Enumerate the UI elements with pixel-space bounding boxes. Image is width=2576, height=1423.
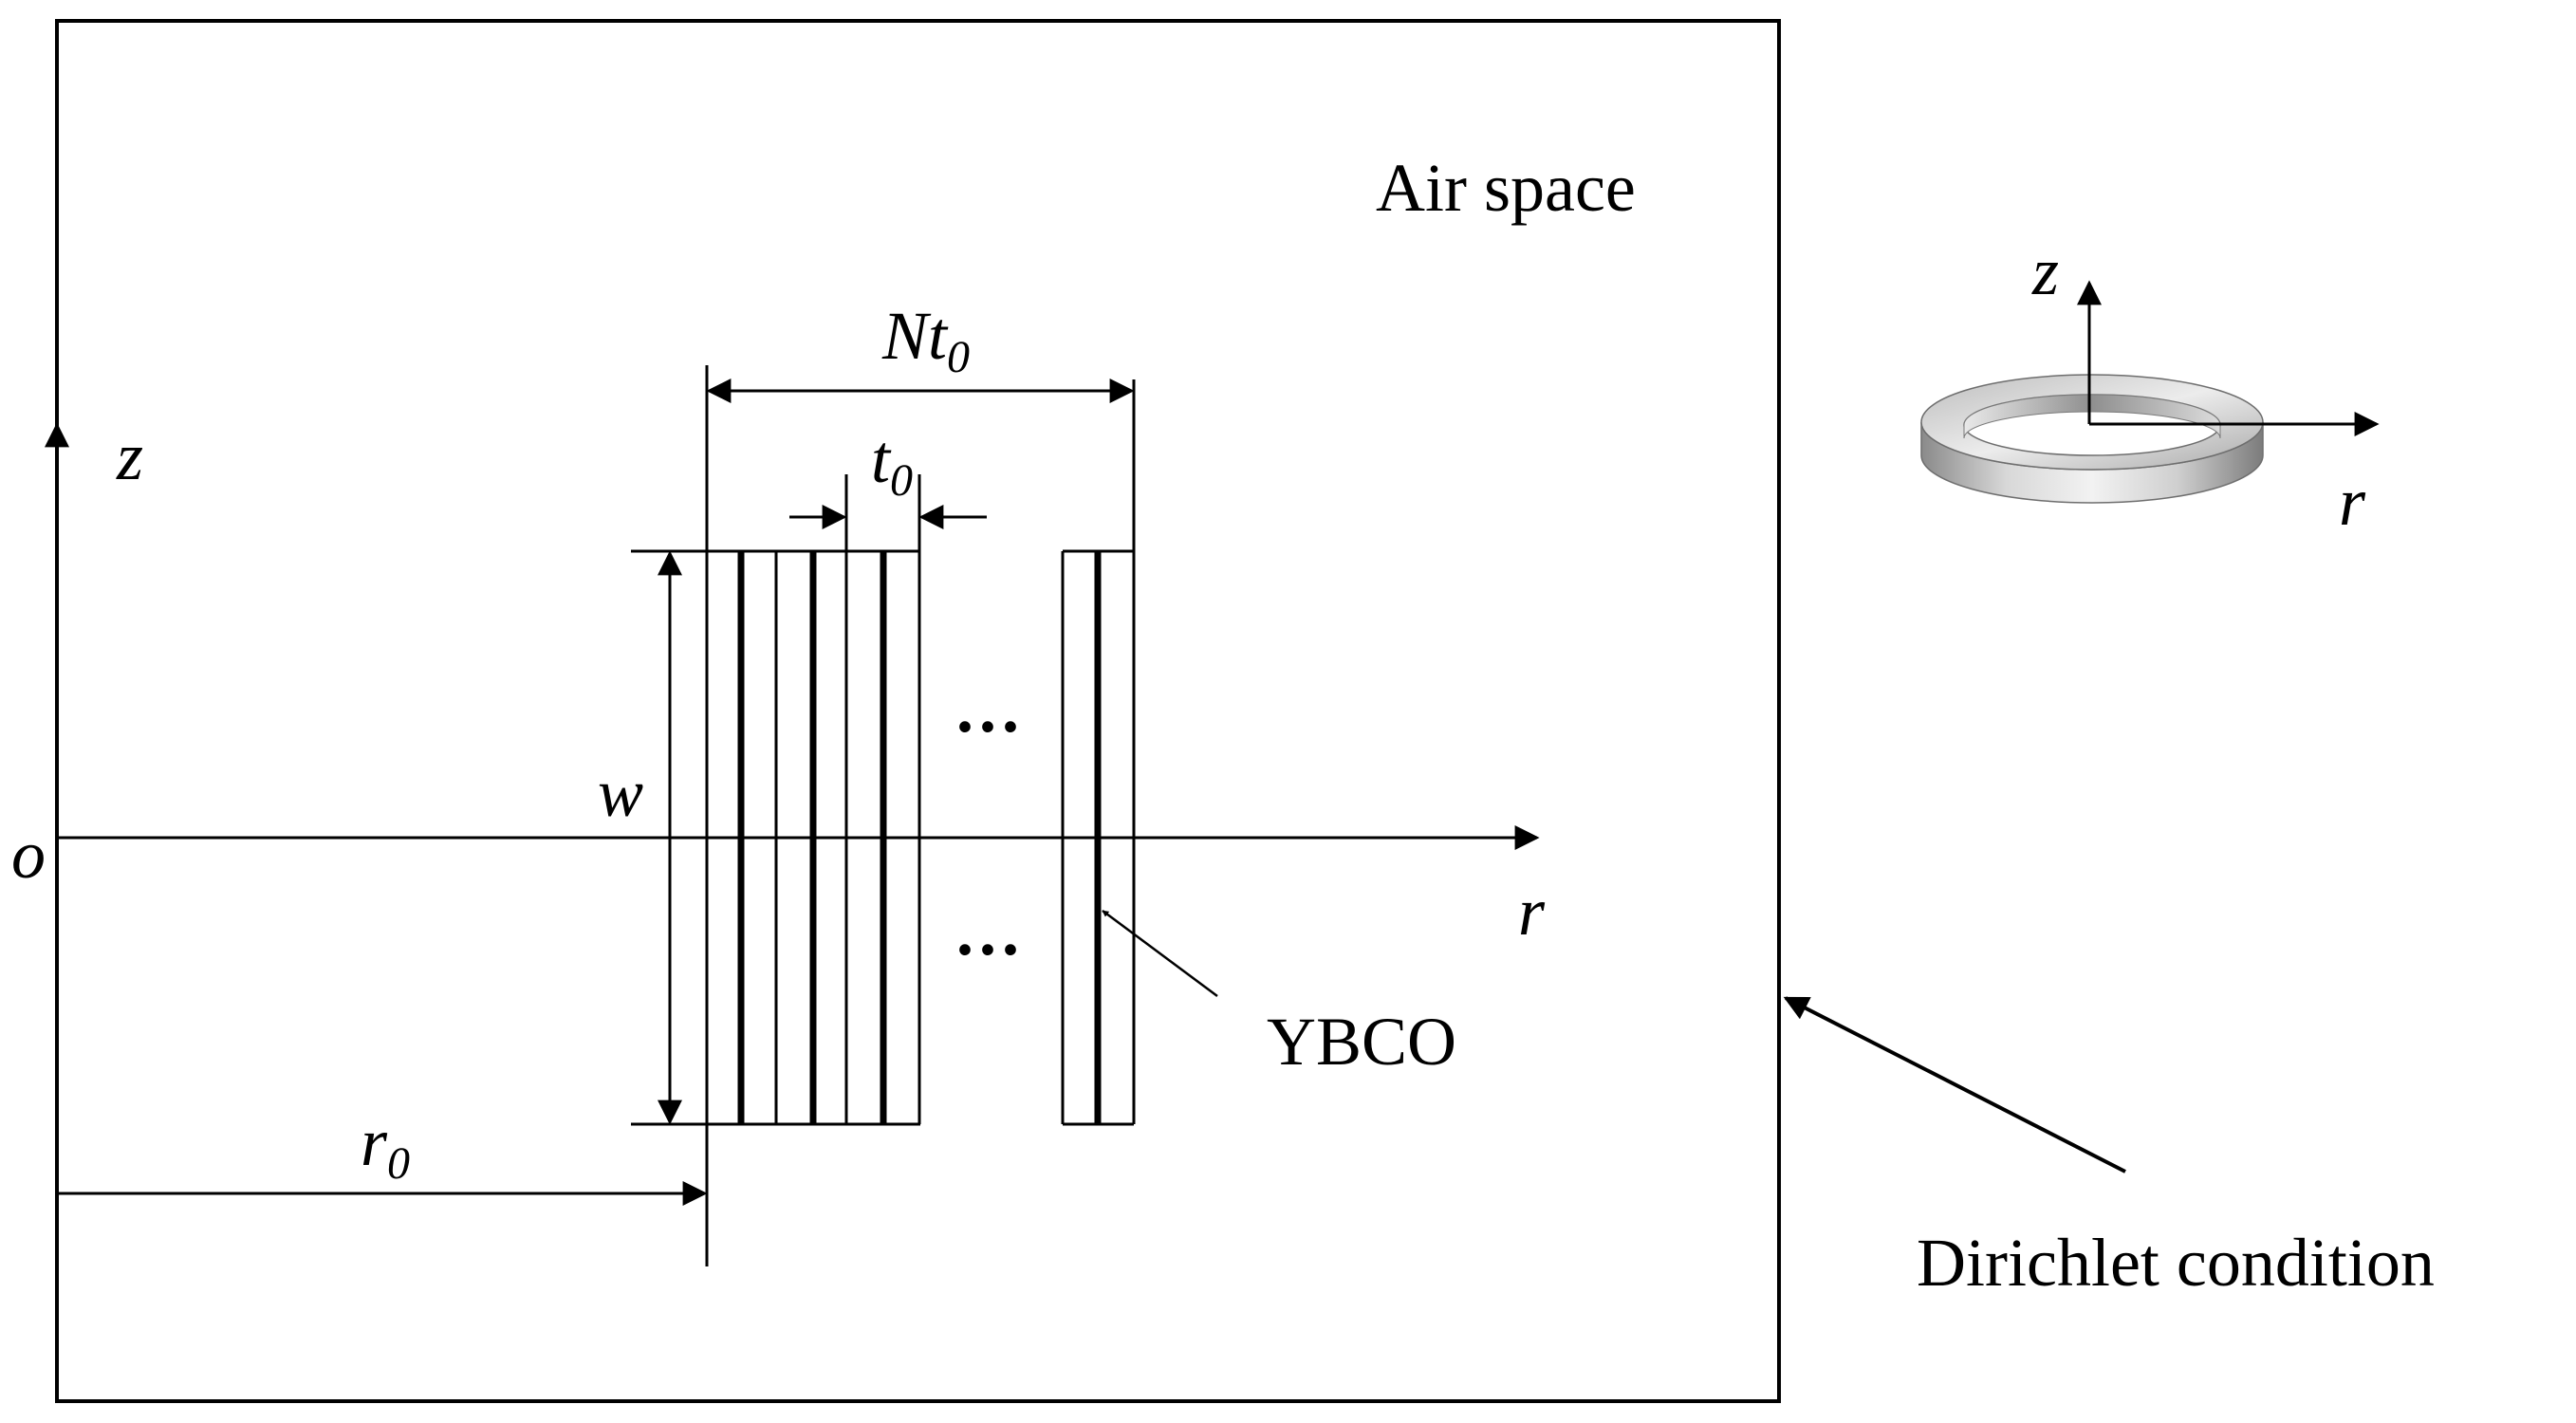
- z-axis-label: z: [116, 418, 143, 494]
- t0-main: t: [871, 421, 892, 497]
- nt0-label: Nt0: [881, 298, 970, 382]
- nt0-sub: 0: [947, 332, 970, 382]
- inset-z-label: z: [2031, 233, 2059, 309]
- dirichlet-leader: [1783, 996, 2126, 1174]
- t0-sub: 0: [890, 455, 913, 506]
- r0-main: r: [361, 1104, 388, 1180]
- dirichlet-label: Dirichlet condition: [1917, 1225, 2435, 1301]
- ellipsis-lower: ···: [954, 912, 1022, 988]
- ybco-leader: [1102, 909, 1218, 998]
- coil-last-layer: [1061, 379, 1136, 1126]
- origin-label: o: [11, 817, 46, 893]
- coil-stack: [631, 549, 921, 1266]
- r-axis-label: r: [1518, 874, 1546, 950]
- inset-r-label: r: [2339, 464, 2366, 540]
- ring-3d-icon: [1920, 374, 2264, 504]
- r0-label: r0: [361, 1104, 410, 1189]
- air-space-label: Air space: [1376, 150, 1636, 226]
- ybco-label: YBCO: [1267, 1004, 1456, 1080]
- r0-sub: 0: [387, 1138, 410, 1189]
- t0-label: t0: [871, 421, 913, 506]
- nt0-main: Nt: [881, 298, 949, 374]
- w-label: w: [598, 755, 643, 831]
- ellipsis-upper: ···: [954, 689, 1022, 765]
